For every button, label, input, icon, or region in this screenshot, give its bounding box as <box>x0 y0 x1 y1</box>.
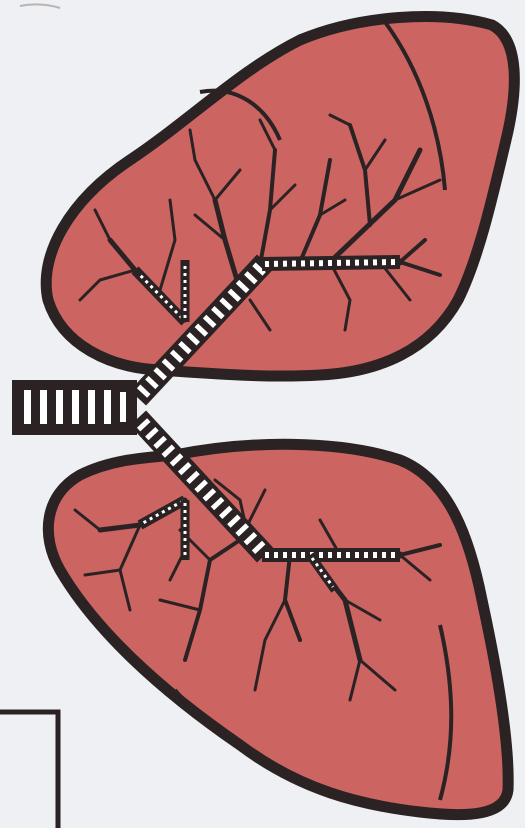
corner-frame <box>0 712 58 828</box>
upper-lobe-shape <box>46 17 514 376</box>
lower-lobe <box>48 444 508 814</box>
upper-lobe <box>46 17 514 376</box>
corner-scribble <box>20 4 60 8</box>
